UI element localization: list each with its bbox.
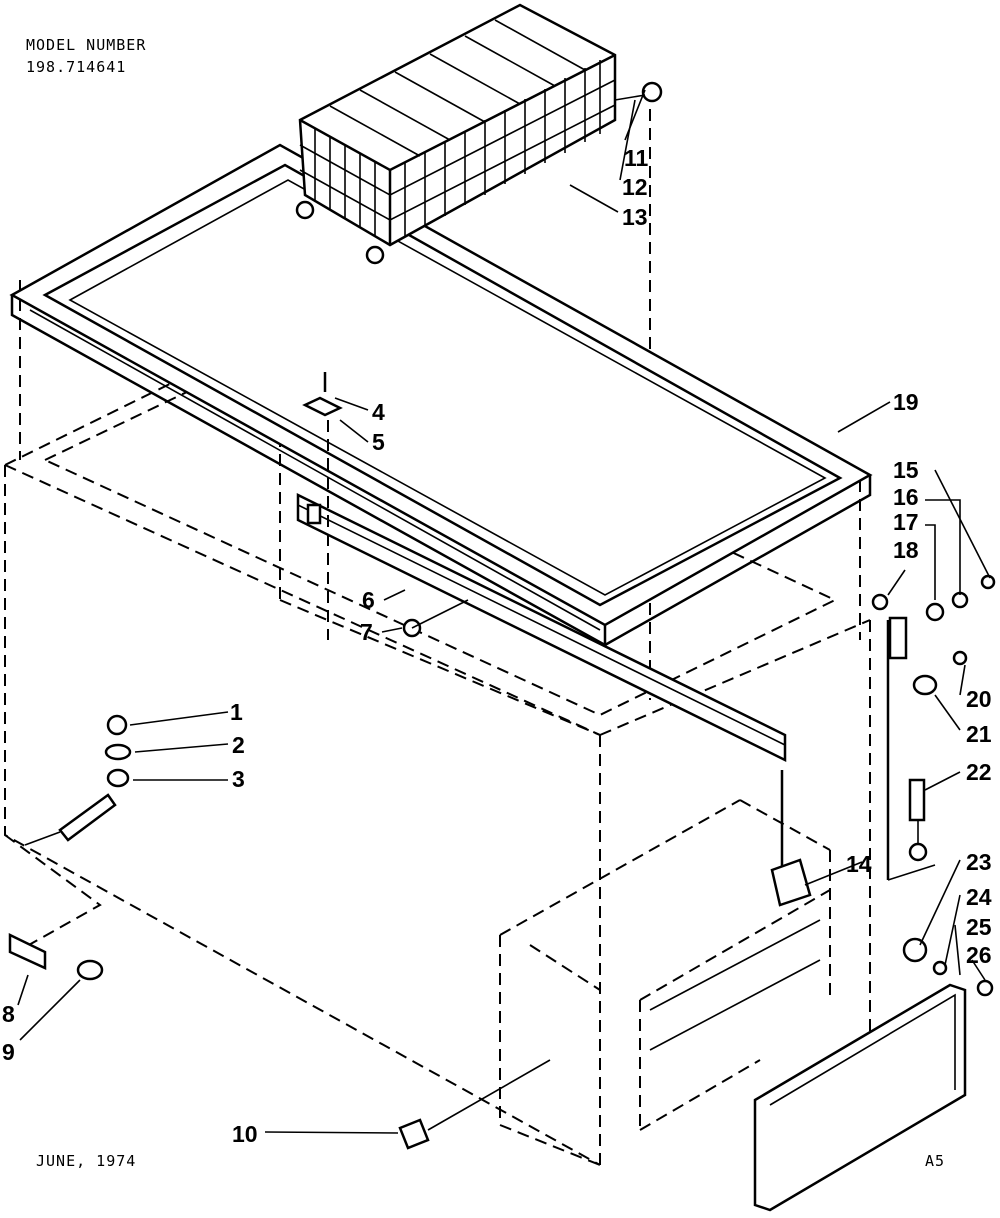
callout-18: 18 <box>893 537 919 563</box>
callout-6: 6 <box>362 587 375 613</box>
callout-5: 5 <box>372 429 385 455</box>
callout-23: 23 <box>966 849 992 875</box>
callout-4: 4 <box>372 399 385 425</box>
left-hinge-assembly <box>24 714 132 846</box>
callout-8: 8 <box>2 1001 15 1027</box>
diagram-date: JUNE, 1974 <box>36 1152 137 1170</box>
lock-parts <box>302 372 343 640</box>
callout-22: 22 <box>966 759 992 785</box>
callout-labels: 1 2 3 4 5 6 7 8 9 10 11 12 13 14 15 16 1… <box>2 145 992 1147</box>
callout-26: 26 <box>966 942 992 968</box>
callout-25: 25 <box>966 914 992 940</box>
callout-19: 19 <box>893 389 919 415</box>
diagram-code: A5 <box>925 1152 946 1170</box>
model-number-label: MODEL NUMBER <box>26 36 147 54</box>
callout-21: 21 <box>966 721 992 747</box>
callout-leaders <box>17 89 991 1134</box>
callout-7: 7 <box>360 619 373 645</box>
callout-1: 1 <box>230 699 243 725</box>
lid-frame <box>9 143 873 648</box>
callout-24: 24 <box>966 884 992 910</box>
callout-13: 13 <box>622 204 648 230</box>
machine-compartment <box>499 799 831 1166</box>
callout-14: 14 <box>846 851 872 877</box>
callout-20: 20 <box>966 686 992 712</box>
callout-9: 9 <box>2 1039 15 1065</box>
bracket-and-plug <box>398 770 812 1150</box>
model-number-value: 198.714641 <box>26 58 127 76</box>
access-panel <box>649 919 967 1212</box>
callout-10: 10 <box>232 1121 258 1147</box>
control-parts <box>871 574 996 997</box>
callout-15: 15 <box>893 457 919 483</box>
callout-2: 2 <box>232 732 245 758</box>
wire-basket <box>295 3 663 265</box>
callout-3: 3 <box>232 766 245 792</box>
callout-11: 11 <box>624 145 649 171</box>
handle-clip <box>8 933 104 981</box>
callout-12: 12 <box>622 174 648 200</box>
callout-16: 16 <box>893 484 919 510</box>
hinge-rail <box>296 492 787 763</box>
callout-17: 17 <box>893 509 919 535</box>
